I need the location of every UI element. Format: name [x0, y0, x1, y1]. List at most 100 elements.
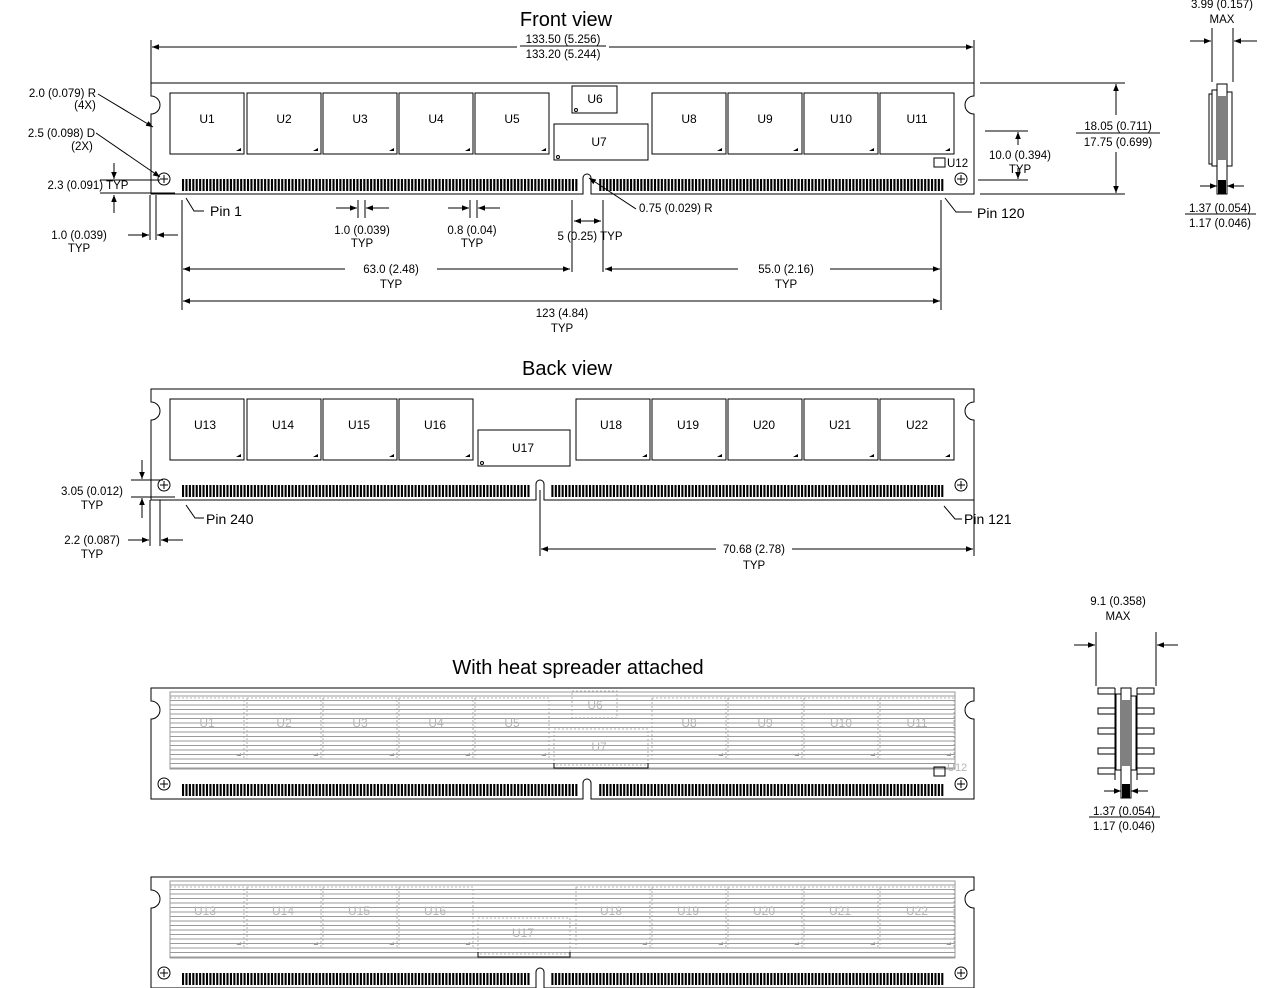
contact-pin [510, 973, 513, 985]
contact-pin [353, 485, 356, 497]
chip-pin1-mark [717, 148, 722, 151]
contact-pin [493, 973, 496, 985]
contact-pin [619, 784, 622, 796]
contact-pin [722, 485, 725, 497]
contact-pin [349, 179, 352, 191]
chip-u15: U15 [348, 418, 370, 432]
contact-pin [571, 784, 574, 796]
contact-pin [746, 485, 749, 497]
heat-spreader-title: With heat spreader attached [452, 657, 703, 679]
contact-pin [647, 973, 650, 985]
contact-pin [821, 485, 824, 497]
contact-pin [797, 784, 800, 796]
contact-pin [541, 784, 544, 796]
contact-pin [414, 179, 417, 191]
chip-u12: U12 [947, 158, 968, 170]
contact-pin [517, 179, 520, 191]
contact-pin [896, 784, 899, 796]
contact-pin [270, 485, 274, 497]
contact-pin [859, 179, 862, 191]
contact-pin [342, 973, 345, 985]
contact-pin [592, 973, 595, 985]
contact-pin [332, 784, 335, 796]
contact-pin [335, 784, 338, 796]
contact-pin [506, 784, 509, 796]
contact-pin [209, 784, 212, 796]
contact-pin [387, 973, 390, 985]
contact-pin [848, 973, 851, 985]
contact-pin [260, 179, 263, 191]
contact-pin [681, 784, 684, 796]
contact-pin [790, 973, 793, 985]
contact-pin [195, 485, 198, 497]
contact-pin [937, 973, 940, 985]
contact-pin [653, 973, 657, 985]
contact-pin [288, 485, 291, 497]
contact-pin [630, 485, 633, 497]
contact-pin [219, 485, 222, 497]
contact-pin [701, 973, 704, 985]
chip-pin1-mark [236, 148, 241, 151]
contact-pin [729, 179, 732, 191]
contact-pin [900, 973, 903, 985]
contact-pin [489, 485, 492, 497]
contact-pin [941, 179, 944, 191]
contact-pin [335, 485, 338, 497]
contact-pin [575, 973, 578, 985]
contact-pin [657, 485, 660, 497]
contact-pin [773, 485, 776, 497]
contact-pin [848, 485, 851, 497]
contact-pin [602, 973, 605, 985]
contact-pin [493, 485, 496, 497]
contact-pin [773, 973, 776, 985]
contact-pin [479, 784, 482, 796]
contact-pin [493, 784, 496, 796]
contact-pin [438, 973, 441, 985]
contact-pin [927, 973, 930, 985]
contact-pin [209, 485, 212, 497]
contact-pin [910, 973, 913, 985]
contact-pin [855, 784, 858, 796]
contact-pin [677, 485, 680, 497]
contact-pin [571, 179, 574, 191]
contact-pin [400, 179, 403, 191]
contact-pin [749, 179, 752, 191]
contact-pin [281, 784, 284, 796]
contact-pin [476, 179, 479, 191]
dim-hole-radius-qty: (4X) [74, 100, 96, 112]
heat-chip-u15: U15 [348, 904, 370, 918]
mounting-hole [954, 172, 968, 186]
contact-pin [701, 784, 704, 796]
contact-pin [243, 973, 246, 985]
mounting-hole [157, 478, 171, 492]
contact-pin [363, 784, 366, 796]
contact-pin [301, 784, 304, 796]
chip-u2: U2 [276, 112, 292, 126]
contact-pin [866, 485, 869, 497]
chip-u19: U19 [677, 418, 699, 432]
contact-pin [431, 784, 434, 796]
contact-pin [188, 485, 191, 497]
contact-pin [821, 973, 824, 985]
dim-hole-radius: 2.0 (0.079) R [29, 88, 96, 100]
contact-pin [199, 179, 202, 191]
contact-pin [202, 973, 205, 985]
contact-pin [763, 179, 766, 191]
contact-pin [332, 179, 335, 191]
contact-pin [763, 485, 766, 497]
contact-pin [253, 784, 256, 796]
contact-pin [872, 784, 875, 796]
contact-pin [315, 973, 318, 985]
dim-length-max: 133.50 (5.256) [526, 34, 601, 46]
contact-pin [674, 973, 677, 985]
contact-pin [688, 485, 691, 497]
contact-pin [308, 485, 311, 497]
contact-pin [633, 179, 636, 191]
contact-pin [229, 485, 232, 497]
contact-pin [236, 973, 239, 985]
contact-pin [585, 973, 588, 985]
contact-pin [879, 973, 882, 985]
label-pin-1: Pin 1 [210, 203, 242, 219]
contact-pin [274, 485, 277, 497]
contact-pin [301, 179, 304, 191]
